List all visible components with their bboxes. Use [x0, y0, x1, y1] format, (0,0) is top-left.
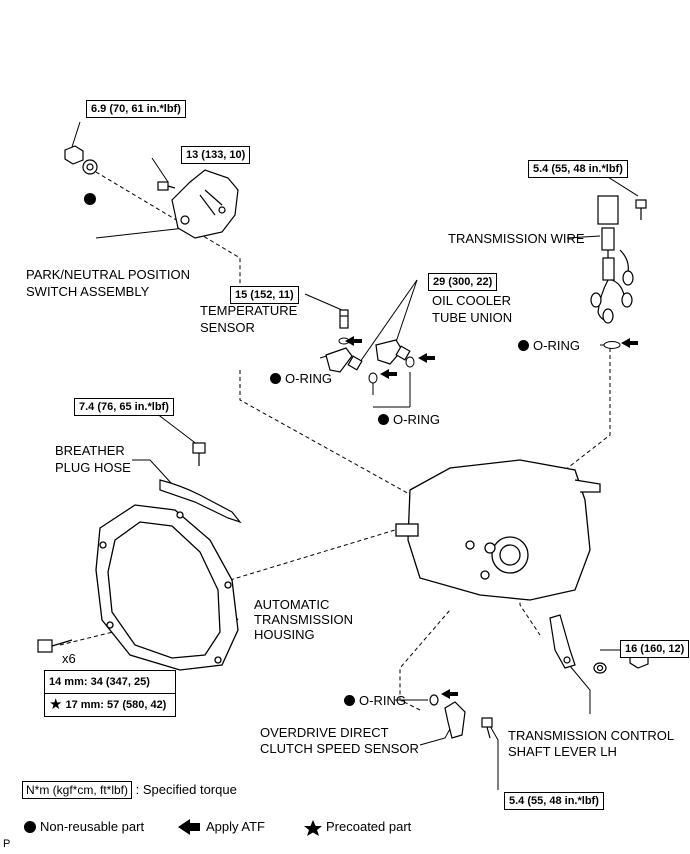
label-housing-2: TRANSMISSION	[254, 612, 353, 627]
torque-housing-box: 14 mm: 34 (347, 25) ★17 mm: 57 (580, 42)	[44, 670, 176, 717]
legend-arrow-icon	[178, 819, 200, 835]
legend-precoated: Precoated part	[326, 819, 412, 834]
breather-shape	[159, 442, 242, 524]
nonreusable-dot-icon	[378, 414, 389, 425]
legend-star-icon	[304, 820, 322, 836]
torque-oil-union: 29 (300, 22)	[428, 273, 498, 291]
precoated-star-icon: ★	[49, 696, 63, 713]
leader-speed	[399, 609, 451, 711]
label-park-switch-2: SWITCH ASSEMBLY	[26, 284, 150, 299]
label-lever-1: TRANSMISSION CONTROL	[508, 728, 675, 743]
torque-nut-top: 6.9 (70, 61 in.*lbf)	[86, 100, 186, 118]
torque-switch-bolt: 13 (133, 10)	[181, 146, 251, 164]
nonreusable-dot-icon	[518, 340, 529, 351]
torque-speed-sensor-bolt: 5.4 (55, 48 in.*lbf)	[504, 792, 604, 810]
label-breather-1: BREATHER	[55, 443, 125, 458]
park-switch-shape	[171, 169, 239, 239]
temp-sensor-shape	[339, 309, 349, 329]
label-oring-wire: O-RING	[533, 338, 580, 353]
nonreusable-dot-icon	[344, 695, 355, 706]
label-breather-2: PLUG HOSE	[55, 460, 131, 475]
label-lever-2: SHAFT LEVER LH	[508, 744, 617, 759]
torque-housing-14mm: 14 mm: 34 (347, 25)	[45, 671, 175, 694]
leader-switch	[95, 171, 241, 290]
torque-lever-nut: 16 (160, 12)	[620, 640, 690, 658]
housing-shape	[95, 504, 239, 671]
speed-sensor-shape	[429, 694, 493, 739]
torque-wire-bolt: 5.4 (55, 48 in.*lbf)	[528, 160, 628, 178]
leader-temp	[239, 370, 421, 501]
label-x6: x6	[62, 651, 76, 666]
legend-dot-icon	[24, 821, 36, 833]
label-housing-1: AUTOMATIC	[254, 597, 330, 612]
legend-apply-atf: Apply ATF	[206, 819, 266, 834]
nonreusable-dot-icon	[270, 373, 281, 384]
footer-code: P	[3, 838, 11, 850]
legend-torque: N*m (kgf*cm, ft*lbf) : Specified torque	[22, 781, 237, 799]
transmission-case-shape	[395, 459, 601, 601]
transmission-wire-shape	[590, 195, 634, 324]
torque-housing-17mm: 17 mm: 57 (580, 42)	[65, 699, 167, 711]
label-park-switch-1: PARK/NEUTRAL POSITION	[26, 267, 190, 282]
nonreusable-dot-1	[84, 193, 96, 205]
label-speed-sensor-1: OVERDRIVE DIRECT	[260, 725, 389, 740]
nut-part	[64, 145, 84, 165]
legend-unit-text: : Specified torque	[135, 782, 237, 797]
atf-arrow-3	[418, 353, 435, 363]
torque-temp-sensor: 15 (152, 11)	[230, 286, 299, 304]
torque-breather-bolt: 7.4 (76, 65 in.*lbf)	[74, 398, 174, 416]
atf-arrow-5	[441, 689, 458, 699]
label-oring-union: O-RING	[393, 412, 440, 427]
label-oring-temp: O-RING	[285, 371, 332, 386]
oil-cooler-union-shape	[325, 339, 411, 373]
label-housing-3: HOUSING	[254, 627, 315, 642]
atf-arrow-1	[345, 336, 362, 346]
label-temp-sensor-2: SENSOR	[200, 320, 255, 335]
label-temp-sensor-1: TEMPERATURE	[200, 303, 298, 318]
legend-nonreusable: Non-reusable part	[40, 819, 145, 834]
legend-unit-box: N*m (kgf*cm, ft*lbf)	[22, 781, 133, 799]
label-transmission-wire: TRANSMISSION WIRE	[448, 231, 585, 246]
leader-housing	[229, 529, 396, 581]
label-speed-sensor-2: CLUTCH SPEED SENSOR	[260, 741, 419, 756]
label-oil-union-1: OIL COOLER	[432, 293, 511, 308]
atf-arrow-2	[380, 369, 397, 379]
label-oil-union-2: TUBE UNION	[432, 310, 513, 325]
label-oring-speed: O-RING	[359, 693, 406, 708]
atf-arrow-4	[621, 338, 638, 348]
